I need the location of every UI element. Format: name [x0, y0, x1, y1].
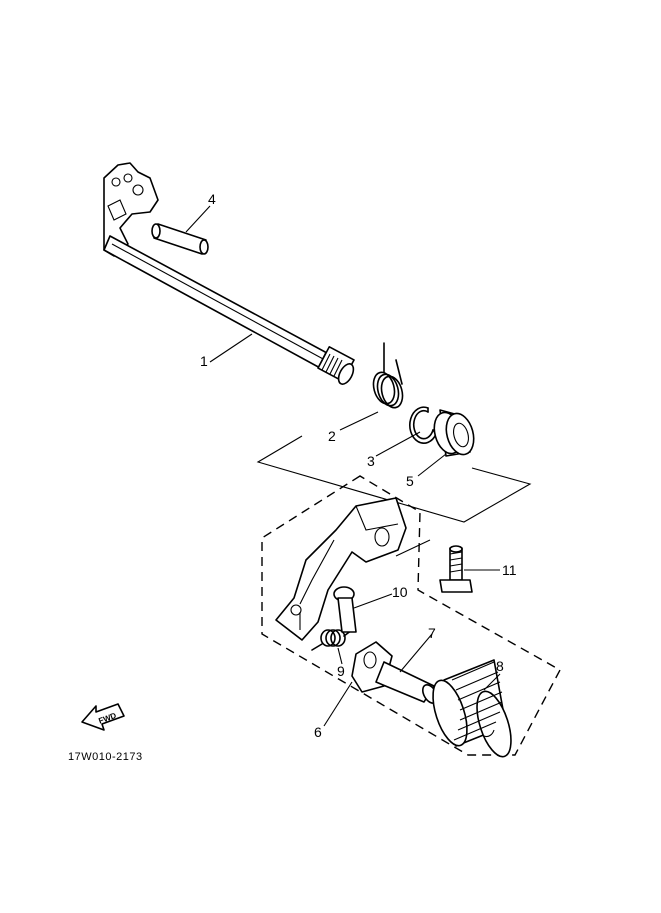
pedal-joint: [351, 641, 439, 704]
callout-7: 7: [428, 625, 436, 641]
torsion-spring: [372, 342, 404, 409]
callout-3: 3: [367, 453, 375, 469]
shift-shaft: [103, 162, 355, 385]
lever-pin: [333, 586, 357, 633]
diagram-code: 17W010-2173: [68, 751, 143, 763]
callout-2: 2: [328, 428, 336, 444]
pin: [151, 223, 209, 255]
callout-11: 11: [502, 562, 517, 578]
grouping-outline: [256, 435, 532, 523]
leader-lines: [185, 205, 501, 727]
assembly-outline: [261, 475, 561, 756]
callout-5: 5: [406, 473, 414, 489]
callout-6: 6: [314, 724, 322, 740]
shift-lever: [275, 497, 431, 641]
collar: [433, 409, 475, 457]
small-spring: [311, 629, 353, 651]
callout-1: 1: [200, 353, 208, 369]
callout-4: 4: [208, 191, 216, 207]
callout-9: 9: [337, 663, 345, 679]
callout-8: 8: [496, 658, 504, 674]
circlip: [409, 406, 437, 444]
callout-10: 10: [392, 584, 408, 600]
forward-arrow-icon: FWD: [81, 703, 125, 731]
bolt: [439, 545, 473, 593]
pedal-rubber: [432, 659, 512, 758]
